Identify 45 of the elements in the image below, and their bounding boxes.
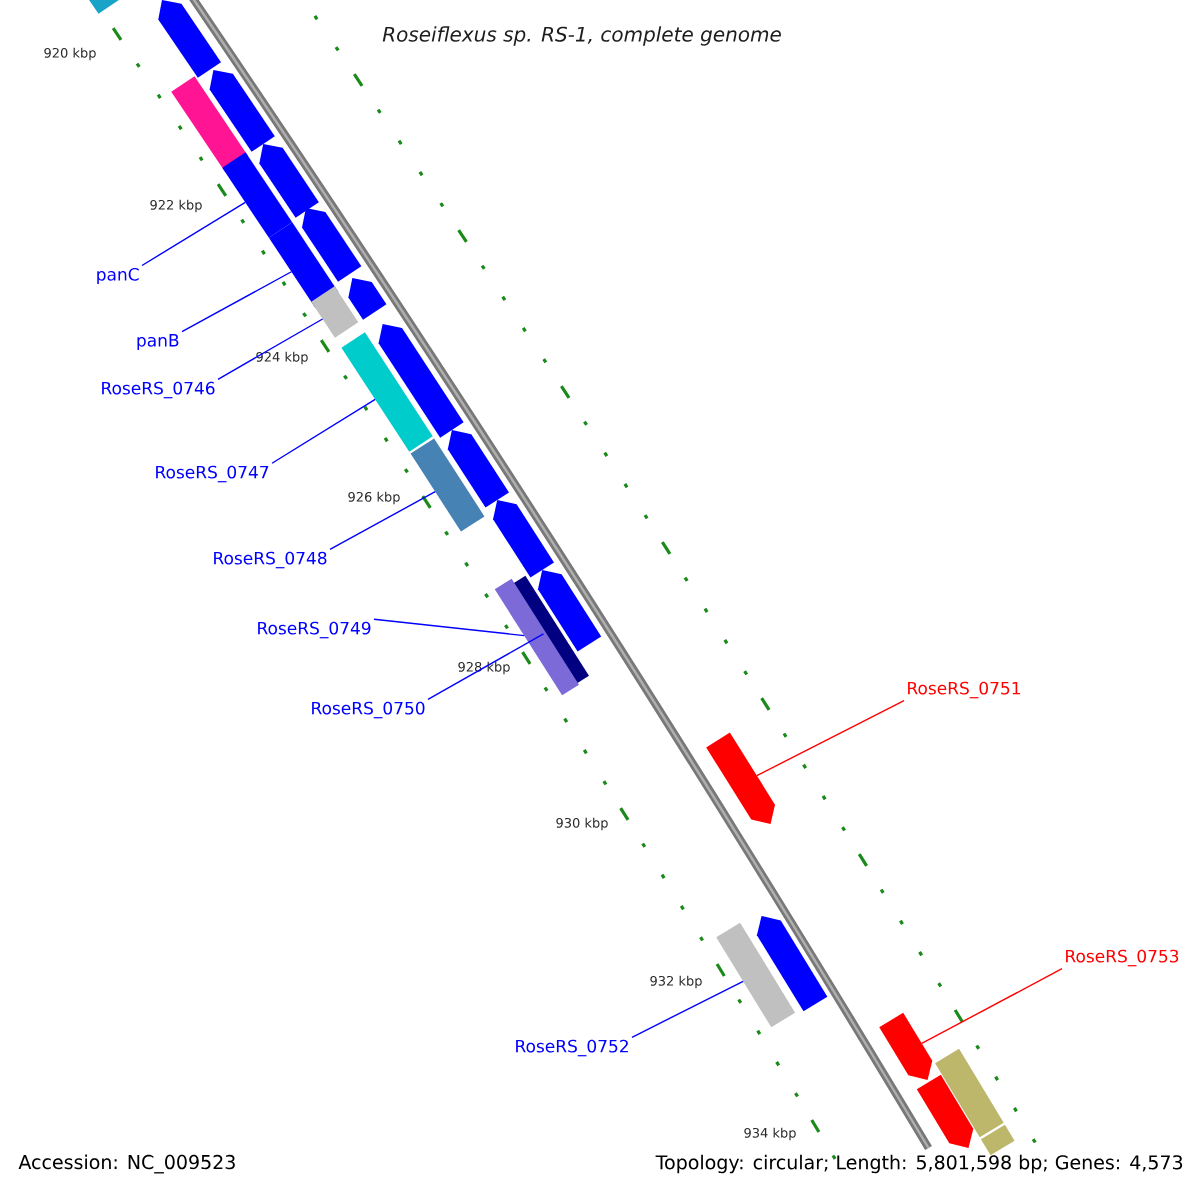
gene-block <box>341 332 433 452</box>
gene-block <box>158 0 221 78</box>
gene-block <box>493 500 554 578</box>
gene-label: RoseRS_0751 <box>908 681 1020 699</box>
gene-block <box>87 0 122 14</box>
gene-block <box>756 916 828 1012</box>
gene-block <box>716 922 796 1028</box>
gene-block <box>302 208 362 282</box>
leader-line <box>141 201 246 267</box>
gene-label: RoseRS_0748 <box>214 551 327 569</box>
footer-text: Accession: NC_009523 <box>18 1154 235 1174</box>
gene-label: RoseRS_0750 <box>312 701 425 719</box>
gene-block <box>311 286 359 338</box>
gene-block <box>259 144 319 218</box>
gene-label: RoseRS_0753 <box>1066 949 1179 967</box>
gene-block <box>537 570 602 652</box>
leader-line <box>756 700 905 777</box>
gene-label: RoseRS_0752 <box>516 1039 628 1057</box>
gene-label: RoseRS_0747 <box>156 465 269 483</box>
leader-line <box>631 980 744 1038</box>
gene-block <box>171 76 249 172</box>
gene-block <box>348 278 387 320</box>
leader-line <box>427 633 545 700</box>
gene-block <box>209 70 275 152</box>
leader-line <box>217 318 324 380</box>
gene-block <box>222 152 293 238</box>
leader-line <box>329 491 436 550</box>
gene-block <box>879 1012 933 1080</box>
gene-block <box>378 324 464 438</box>
gene-label: RoseRS_0746 <box>102 381 215 399</box>
leader-line <box>271 398 376 464</box>
gene-block <box>916 1074 974 1148</box>
gene-block <box>447 430 509 508</box>
footer-text: Topology: circular; Length: 5,801,598 bp; Genes: 4,573 <box>655 1154 1183 1174</box>
leader-line <box>373 618 525 637</box>
gene-block <box>706 732 775 824</box>
leader-line <box>921 968 1063 1045</box>
leader-line <box>181 271 293 333</box>
gene-block <box>410 438 485 532</box>
gene-block <box>980 1124 1015 1156</box>
title: Roseiflexus sp. RS-1, complete genome <box>382 26 781 46</box>
gene-label: RoseRS_0749 <box>258 621 371 639</box>
gene-label: panC <box>97 267 139 285</box>
gene-label: panB <box>137 334 179 350</box>
gene-block <box>935 1048 1004 1138</box>
